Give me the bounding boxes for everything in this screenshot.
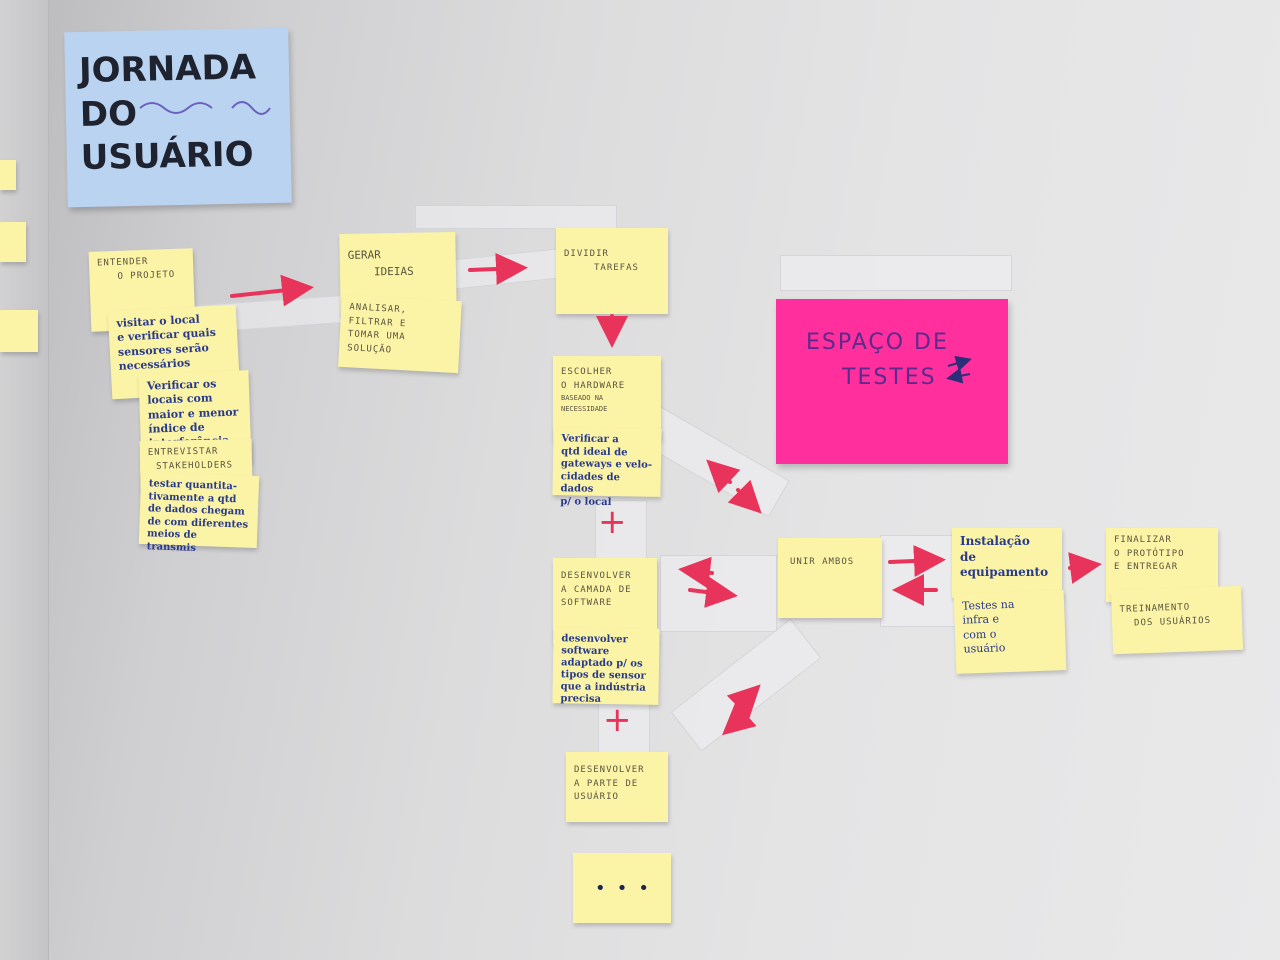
note-line: equipamento: [960, 565, 1049, 580]
note-line: USUÁRIO: [574, 792, 619, 802]
squiggle: [139, 102, 213, 114]
note-line: O HARDWARE: [561, 380, 626, 391]
plus-sign: +: [603, 700, 632, 740]
arrow: [1068, 552, 1102, 584]
arrow: [888, 545, 946, 577]
note-unir: UNIR AMBOS: [778, 538, 882, 618]
note-instalacao: Instalação de equipamento: [952, 528, 1062, 598]
sticky-note-partial: [0, 160, 16, 190]
note-line: Instalação: [960, 534, 1030, 548]
note-dividir: DIVIDIR TAREFAS: [556, 228, 668, 314]
arrow: [946, 367, 971, 384]
note-line: ESCOLHER: [561, 367, 613, 377]
note-espaco-testes: ESPAÇO DE TESTES: [776, 299, 1008, 464]
arrow: [230, 274, 314, 307]
plus-sign: +: [598, 502, 627, 542]
sticky-note-partial: [0, 222, 26, 262]
tape-strip: [595, 500, 647, 562]
note-ellipsis: • • •: [573, 853, 671, 923]
note-line: DESENVOLVER: [574, 765, 645, 775]
tape-strip: [780, 255, 1012, 291]
note-line: BASEADO NA NECESSIDADE: [561, 394, 608, 413]
arrow: [722, 702, 757, 736]
note-line: DESENVOLVER: [561, 571, 632, 581]
arrow: [947, 355, 972, 372]
note-desenvolver-usuario: DESENVOLVER A PARTE DE USUÁRIO: [566, 752, 668, 822]
note-line: A CAMADA DE: [561, 584, 632, 595]
note-line: UNIR AMBOS: [790, 557, 855, 567]
note-line: TESTES: [842, 365, 937, 391]
note-line: SOFTWARE: [561, 598, 613, 608]
note-line: E ENTREGAR: [1114, 562, 1179, 572]
arrow: [727, 479, 762, 514]
note-line: A PARTE DE: [574, 778, 639, 789]
arrow: [468, 252, 528, 285]
note-line: O PROTÓTIPO: [1114, 548, 1185, 559]
squiggle: [231, 101, 271, 115]
arrow: [678, 556, 714, 589]
note-line: de: [960, 549, 977, 564]
note-line: FINALIZAR: [1114, 535, 1172, 545]
note-line: TAREFAS: [594, 262, 639, 273]
arrow: [706, 459, 741, 494]
tape-strip: [415, 205, 617, 229]
note-line: DIVIDIR: [564, 249, 609, 259]
note-line: ESPAÇO DE: [806, 330, 949, 355]
arrow: [688, 576, 738, 608]
note-escolher: ESCOLHER O HARDWARE BASEADO NA NECESSIDA…: [553, 356, 661, 440]
sticky-note-partial: [0, 310, 38, 352]
arrow: [726, 684, 761, 719]
ellipsis-text: • • •: [594, 877, 650, 899]
